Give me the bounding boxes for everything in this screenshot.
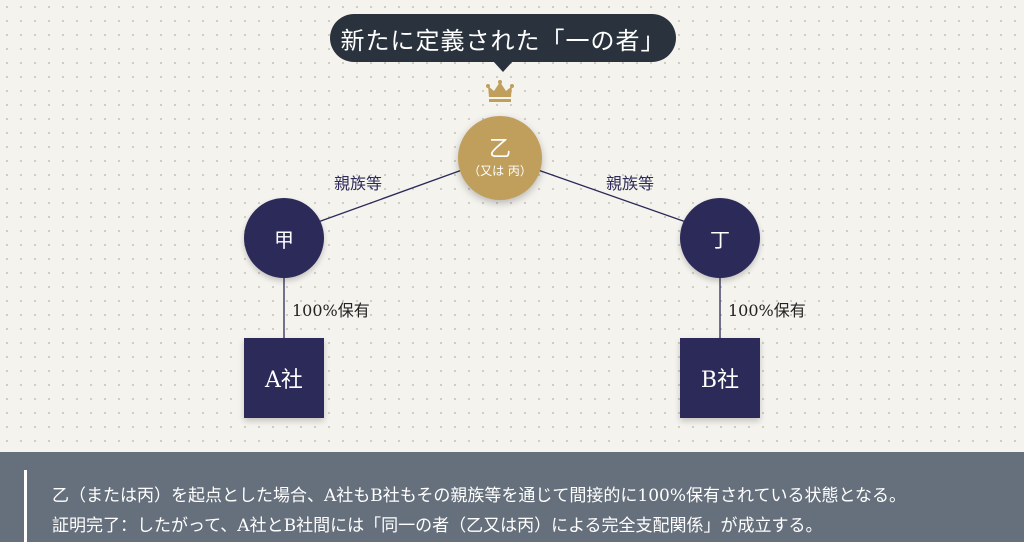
ownership-label-left: 100%保有 [292,301,370,320]
node-otsu: 乙 （又は 丙） [458,116,542,200]
ownership-label-right: 100%保有 [728,301,806,320]
relation-label-left: 親族等 [334,174,383,193]
conclusion-line-1: 乙（または丙）を起点とした場合、A社もB社もその親族等を通じて間接的に100%保… [52,486,907,506]
conclusion-line-2: 証明完了：したがって、A社とB社間には「同一の者（乙又は丙）による完全支配関係」… [52,516,823,536]
relation-label-right: 親族等 [606,174,655,193]
company-b: B社 [680,338,760,418]
node-tei: 丁 [680,198,760,278]
node-kou: 甲 [244,198,324,278]
callout-title: 新たに定義された「一の者」 [340,26,666,55]
company-b-name: B社 [700,368,740,393]
node-otsu-sub: （又は 丙） [468,163,532,178]
callout-bubble: 新たに定義された「一の者」 [330,14,676,72]
crown-icon [486,80,514,102]
company-a-name: A社 [265,368,303,393]
company-a: A社 [244,338,324,418]
conclusion-panel: 乙（または丙）を起点とした場合、A社もB社もその親族等を通じて間接的に100%保… [0,452,1024,542]
node-tei-name: 丁 [710,227,730,252]
line-otsu-kou [317,169,463,223]
node-otsu-name: 乙 [488,136,511,162]
node-kou-name: 甲 [274,227,294,252]
line-otsu-tei [537,169,687,223]
accent-bar [24,470,27,542]
